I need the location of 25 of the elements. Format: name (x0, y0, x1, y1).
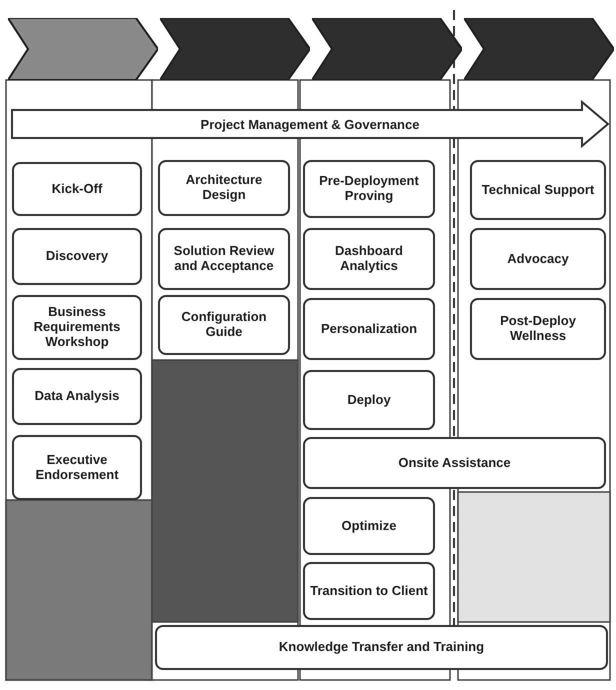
activity-box: Transition to Client (303, 562, 435, 620)
activity-box: Pre-Deployment Proving (303, 160, 435, 218)
activity-box: Post-Deploy Wellness (470, 298, 606, 360)
phase-header (464, 18, 614, 80)
activity-box: Executive Endorsement (12, 435, 142, 500)
activity-box: Onsite Assistance (303, 437, 606, 489)
activity-box: Data Analysis (12, 368, 142, 425)
activity-box: Kick-Off (12, 162, 142, 216)
phase-header (312, 18, 462, 80)
activity-box: Solution Review and Acceptance (158, 228, 290, 290)
activity-box: Technical Support (470, 160, 606, 220)
activity-box: Configuration Guide (158, 295, 290, 355)
activity-box: Optimize (303, 497, 435, 555)
phase-header (160, 18, 310, 80)
activity-box: Dashboard Analytics (303, 228, 435, 290)
activity-box: Business Requirements Workshop (12, 295, 142, 360)
activity-box: Deploy (303, 370, 435, 430)
activity-box: Architecture Design (158, 160, 290, 216)
activity-box: Discovery (12, 228, 142, 285)
phase-header (8, 18, 158, 80)
arrow-label: Project Management & Governance (200, 116, 420, 132)
timeline-arrow (10, 100, 610, 148)
activity-box: Knowledge Transfer and Training (155, 625, 608, 670)
activity-box: Advocacy (470, 228, 606, 290)
activity-box: Personalization (303, 298, 435, 360)
